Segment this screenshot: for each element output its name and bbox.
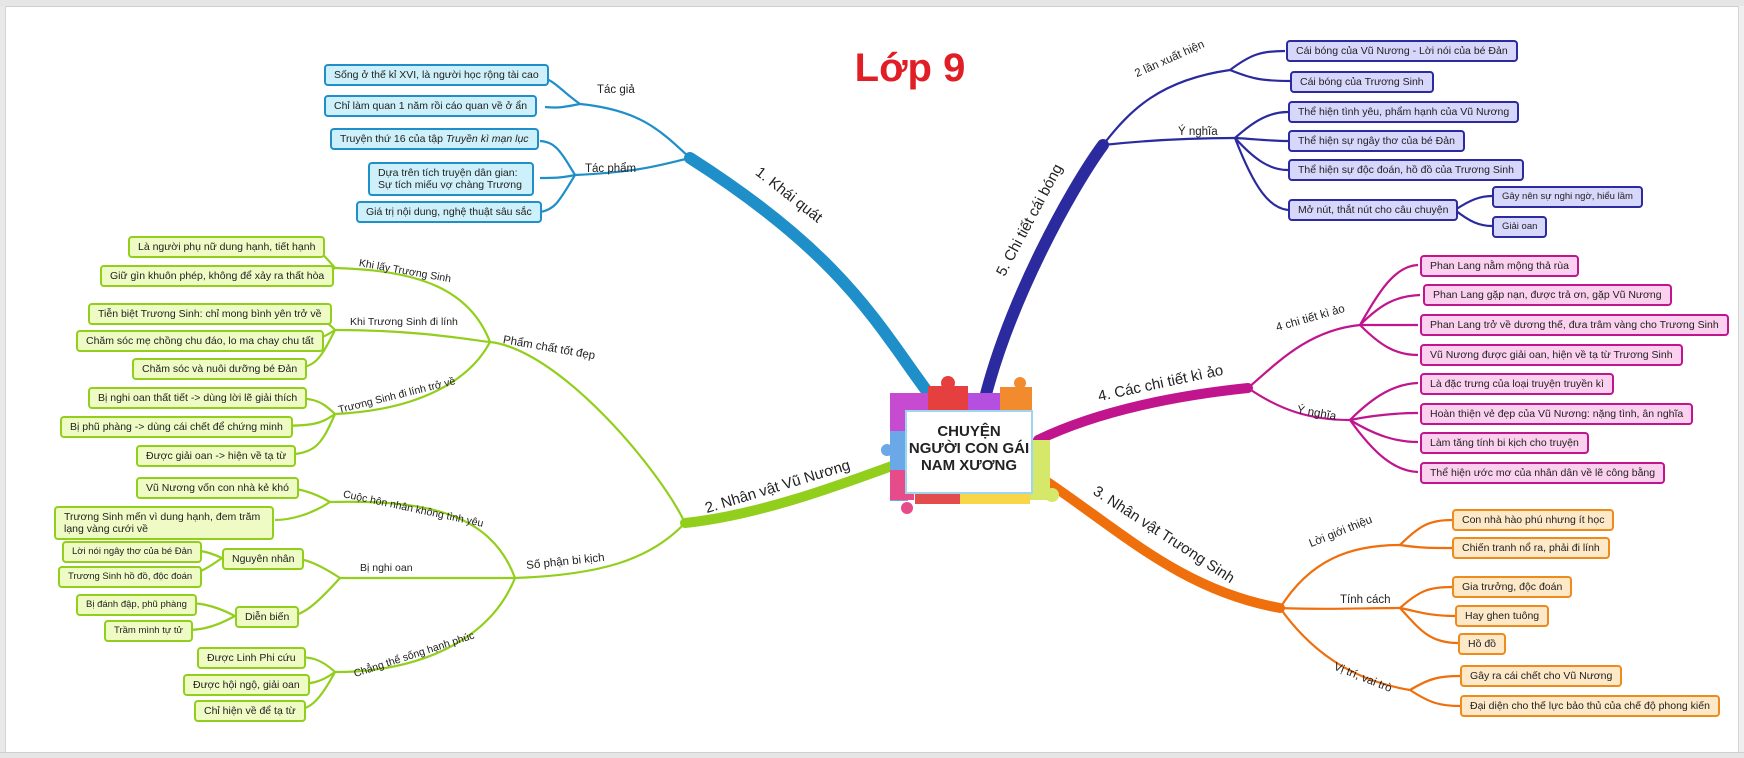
leaf-b3-lgt-2[interactable]: Chiến tranh nổ ra, phải đi lính bbox=[1452, 537, 1610, 559]
leaf-b4-ct-2[interactable]: Phan Lang gặp nạn, được trả ơn, gặp Vũ N… bbox=[1423, 284, 1672, 306]
leaf-b1-tacpham-1[interactable]: Truyện thứ 16 của tập Truyền kì mạn lục bbox=[330, 128, 539, 150]
main-branch-4 bbox=[1033, 383, 1253, 445]
window-right-edge bbox=[1738, 6, 1744, 752]
leaf-b5-xh-1[interactable]: Cái bóng của Vũ Nương - Lời nói của bé Đ… bbox=[1286, 40, 1518, 62]
leaf-b3-tc-2[interactable]: Hay ghen tuông bbox=[1455, 605, 1550, 627]
leaf-b1-tacpham-1-text: Truyện thứ 16 của tập bbox=[340, 133, 446, 145]
leaf-b1-tacgia-1[interactable]: Sống ở thế kỉ XVI, là người học rộng tài… bbox=[324, 64, 549, 86]
leaf-b3-lgt-1[interactable]: Con nhà hào phú nhưng ít học bbox=[1452, 509, 1615, 531]
main-branch-2 bbox=[680, 458, 905, 528]
leaf-b5-yn-3[interactable]: Thể hiện sự độc đoán, hồ đồ của Trương S… bbox=[1288, 159, 1524, 181]
leaf-b4-yn-3[interactable]: Làm tăng tính bi kịch cho truyện bbox=[1420, 432, 1589, 454]
leaf-b2-nn-1[interactable]: Lời nói ngây thơ của bé Đản bbox=[62, 541, 203, 563]
main-branch-3 bbox=[1035, 472, 1285, 613]
main-branch-1 bbox=[684, 152, 941, 408]
leaf-b5-yn-2[interactable]: Thể hiện sự ngây thơ của bé Đản bbox=[1288, 130, 1465, 152]
main-branch-5 bbox=[979, 139, 1109, 404]
leaf-b4-yn-2[interactable]: Hoàn thiện vẻ đẹp của Vũ Nương: nặng tìn… bbox=[1420, 403, 1694, 425]
leaf-b1-tacpham-3[interactable]: Giá trị nội dung, nghệ thuật sâu sắc bbox=[356, 201, 542, 223]
leaf-b2-pc-tv-1[interactable]: Bị nghi oan thất tiết -> dùng lời lẽ giả… bbox=[88, 387, 308, 409]
leaf-b2-pc-dl-2[interactable]: Chăm sóc mẹ chồng chu đáo, lo ma chay ch… bbox=[76, 330, 324, 352]
leaf-b2-db-2[interactable]: Trầm mình tự tử bbox=[104, 620, 193, 642]
sub-label-nghi-oan[interactable]: Bị nghi oan bbox=[360, 562, 413, 574]
leaf-b5-mo-nut-1[interactable]: Gây nên sự nghi ngờ, hiểu lầm bbox=[1492, 186, 1643, 208]
leaf-b2-pc-tv-3[interactable]: Được giải oan -> hiện về tạ từ bbox=[136, 445, 297, 467]
sub-label-khi-di-linh[interactable]: Khi Trương Sinh đi lính bbox=[350, 316, 458, 328]
leaf-b5-xh-2[interactable]: Cái bóng của Trương Sinh bbox=[1290, 71, 1434, 93]
leaf-b2-sp-hn-2[interactable]: Trương Sinh mến vì dung hạnh, đem trăm l… bbox=[54, 506, 274, 540]
leaf-b2-ct-2[interactable]: Được hội ngộ, giải oan bbox=[183, 674, 310, 696]
leaf-b2-nguyen-nhan[interactable]: Nguyên nhân bbox=[222, 548, 305, 570]
leaf-b2-sp-hn-1[interactable]: Vũ Nương vốn con nhà kẻ khó bbox=[136, 477, 299, 499]
leaf-b1-tacpham-1-italic: Truyền kì mạn lục bbox=[445, 133, 529, 145]
leaf-b2-pc-kl-1[interactable]: Là người phụ nữ dung hạnh, tiết hạnh bbox=[128, 236, 326, 258]
leaf-b3-tc-1[interactable]: Gia trưởng, độc đoán bbox=[1452, 576, 1573, 598]
leaf-b2-db-1[interactable]: Bị đánh đập, phũ phàng bbox=[76, 594, 197, 616]
leaf-b4-yn-4[interactable]: Thể hiện ước mơ của nhân dân về lẽ công … bbox=[1420, 462, 1666, 484]
central-topic-line-2: NGƯỜI CON GÁI bbox=[908, 440, 1030, 457]
leaf-b4-ct-4[interactable]: Vũ Nương được giải oan, hiện về tạ từ Tr… bbox=[1420, 344, 1683, 366]
leaf-b1-tacpham-2[interactable]: Dựa trên tích truyện dân gian: Sự tích m… bbox=[368, 162, 534, 196]
leaf-b3-vt-1[interactable]: Gây ra cái chết cho Vũ Nương bbox=[1460, 665, 1623, 687]
leaf-b4-ct-3[interactable]: Phan Lang trở về dương thế, đưa trâm vàn… bbox=[1420, 314, 1729, 336]
leaf-b4-yn-1[interactable]: Là đặc trưng của loại truyện truyền kì bbox=[1420, 373, 1614, 395]
window-top-edge bbox=[0, 0, 1744, 7]
leaf-b2-ct-1[interactable]: Được Linh Phi cứu bbox=[197, 647, 306, 669]
leaf-b2-pc-kl-2[interactable]: Giữ gìn khuôn phép, không để xảy ra thất… bbox=[100, 265, 335, 287]
leaf-b4-ct-1[interactable]: Phan Lang nằm mộng thả rùa bbox=[1420, 255, 1579, 277]
central-topic[interactable]: CHUYỆN NGƯỜI CON GÁI NAM XƯƠNG bbox=[905, 410, 1033, 494]
leaf-b2-pc-dl-3[interactable]: Chăm sóc và nuôi dưỡng bé Đản bbox=[132, 358, 308, 380]
leaf-b1-tacgia-2[interactable]: Chỉ làm quan 1 năm rồi cáo quan về ở ẩn bbox=[324, 95, 538, 117]
leaf-b2-nn-2[interactable]: Trương Sinh hồ đồ, độc đoán bbox=[58, 566, 203, 588]
central-topic-line-1: CHUYỆN bbox=[937, 423, 1001, 440]
page-title: Lớp 9 bbox=[854, 46, 966, 90]
window-bottom-edge bbox=[0, 752, 1744, 758]
leaf-b2-pc-tv-2[interactable]: Bị phũ phàng -> dùng cái chết để chứng m… bbox=[60, 416, 293, 438]
leaf-b2-ct-3[interactable]: Chỉ hiện về để tạ từ bbox=[194, 700, 306, 722]
leaf-b5-yn-1[interactable]: Thể hiện tình yêu, phẩm hạnh của Vũ Nươn… bbox=[1288, 101, 1520, 123]
leaf-b5-mo-nut-2[interactable]: Giải oan bbox=[1492, 216, 1548, 238]
leaf-b1-tacpham-2-line1: Dựa trên tích truyện dân gian: bbox=[378, 167, 518, 179]
sub-label-tac-gia[interactable]: Tác giả bbox=[597, 84, 635, 96]
leaf-b5-mo-nut[interactable]: Mở nút, thắt nút cho câu chuyện bbox=[1288, 199, 1459, 221]
leaf-b1-tacpham-2-line2: Sự tích miếu vợ chàng Trương bbox=[378, 179, 522, 191]
leaf-b3-tc-3[interactable]: Hồ đồ bbox=[1458, 633, 1507, 655]
leaf-b2-dien-bien[interactable]: Diễn biến bbox=[235, 606, 300, 628]
sub-label-b5-y-nghia[interactable]: Ý nghĩa bbox=[1178, 126, 1218, 138]
leaf-b3-vt-2[interactable]: Đại diện cho thế lực bảo thủ của chế độ … bbox=[1460, 695, 1720, 717]
central-topic-line-3: NAM XƯƠNG bbox=[920, 457, 1018, 474]
sub-label-tac-pham[interactable]: Tác phẩm bbox=[585, 163, 637, 175]
leaf-b2-pc-dl-1[interactable]: Tiễn biệt Trương Sinh: chỉ mong bình yên… bbox=[88, 303, 332, 325]
window-left-edge bbox=[0, 6, 6, 757]
sub-label-tinh-cach[interactable]: Tính cách bbox=[1340, 594, 1391, 606]
